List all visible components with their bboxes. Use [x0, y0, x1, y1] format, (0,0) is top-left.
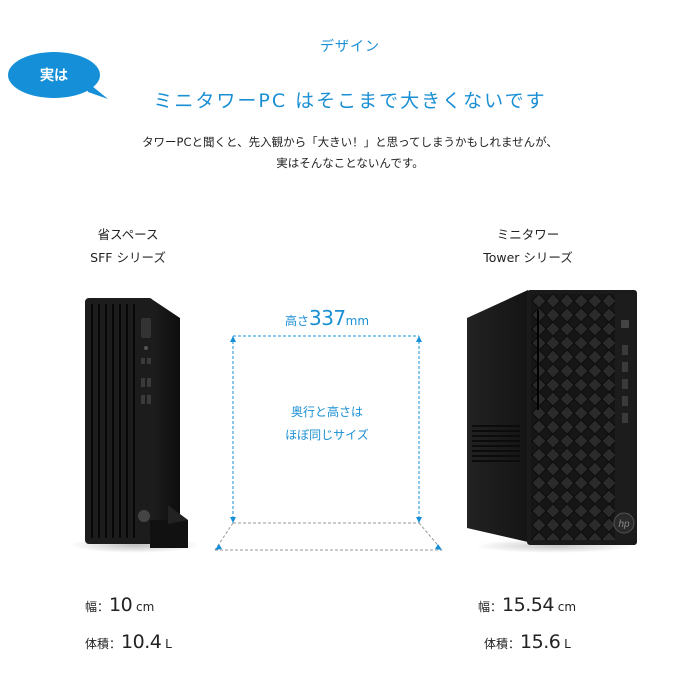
- sff-name-line-2: SFF シリーズ: [90, 250, 166, 265]
- speech-bubble-tail: [86, 86, 108, 99]
- sff-width-spec: 幅：10 cm: [85, 594, 154, 616]
- sff-name-line-1: 省スペース: [97, 227, 159, 242]
- sff-volume-value: 10.4: [121, 631, 162, 653]
- dimension-note-line-2: ほぼ同じサイズ: [285, 428, 369, 442]
- intro-line-2: 実はそんなことないんです。: [276, 156, 424, 170]
- intro-line-1: タワーPCと聞くと、先入観から「大きい！」と思ってしまうかもしれませんが、: [142, 135, 558, 149]
- height-value: 337: [308, 306, 346, 330]
- tower-width-spec: 幅：15.54 cm: [478, 594, 576, 616]
- sff-width-value: 10: [109, 594, 133, 616]
- dimension-note: 奥行と高さは ほぼ同じサイズ: [235, 401, 419, 447]
- headline: ミニタワーPC はそこまで大きくないです: [153, 90, 547, 112]
- tower-volume-spec: 体積：15.6 L: [484, 631, 571, 653]
- sff-volume-spec: 体積：10.4 L: [85, 631, 172, 653]
- speech-bubble: 実は: [8, 52, 100, 98]
- svg-text:hp: hp: [618, 519, 630, 530]
- tower-name-line-1: ミニタワー: [496, 227, 560, 242]
- height-unit: mm: [345, 314, 370, 328]
- sff-volume-unit: L: [165, 637, 172, 651]
- tower-width-label: 幅：: [478, 600, 503, 614]
- speech-bubble-text: 実は: [40, 68, 68, 84]
- tower-width-unit: cm: [557, 600, 577, 614]
- dimension-note-line-1: 奥行と高さは: [290, 405, 363, 419]
- section-label: デザイン: [320, 39, 380, 55]
- sff-series-label: 省スペース SFF シリーズ: [28, 223, 228, 269]
- height-dimension-label: 高さ337mm: [235, 306, 419, 330]
- tower-series-label: ミニタワー Tower シリーズ: [428, 223, 628, 269]
- sff-width-unit: cm: [136, 600, 155, 614]
- tower-width-value: 15.54: [502, 594, 554, 616]
- sff-volume-label: 体積：: [85, 637, 122, 651]
- tower-volume-value: 15.6: [520, 631, 561, 653]
- sff-width-label: 幅：: [85, 600, 110, 614]
- tower-volume-unit: L: [564, 637, 571, 651]
- intro-text: タワーPCと聞くと、先入観から「大きい！」と思ってしまうかもしれませんが、 実は…: [0, 132, 700, 174]
- height-prefix: 高さ: [284, 314, 309, 328]
- tower-name-line-2: Tower シリーズ: [483, 250, 573, 265]
- tower-volume-label: 体積：: [484, 637, 521, 651]
